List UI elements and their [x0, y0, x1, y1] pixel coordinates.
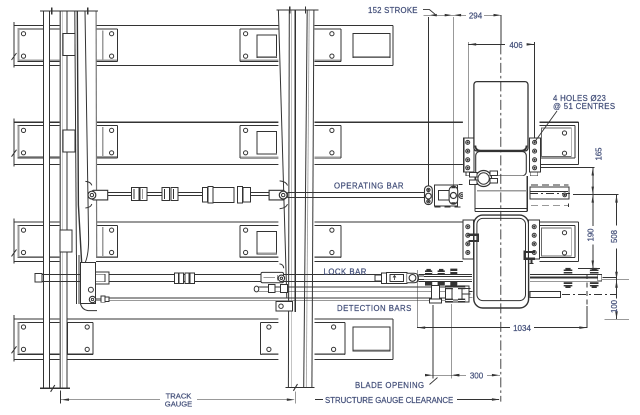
svg-text:GAUGE: GAUGE [165, 399, 192, 408]
svg-text:4 HOLES Ø23: 4 HOLES Ø23 [553, 94, 606, 103]
svg-text:OPERATING BAR: OPERATING BAR [334, 182, 404, 191]
svg-text:406: 406 [509, 41, 523, 50]
svg-text:STRUCTURE GAUGE CLEARANCE: STRUCTURE GAUGE CLEARANCE [325, 396, 453, 405]
svg-text:190: 190 [586, 228, 595, 242]
svg-text:508: 508 [610, 230, 619, 243]
svg-text:LOCK BAR: LOCK BAR [324, 267, 367, 276]
svg-text:@ 51 CENTRES: @ 51 CENTRES [553, 102, 615, 111]
svg-text:1034: 1034 [513, 324, 531, 333]
svg-text:TRACK: TRACK [166, 392, 192, 401]
svg-text:294: 294 [469, 12, 483, 21]
svg-text:BLADE OPENING: BLADE OPENING [355, 381, 425, 390]
svg-text:DETECTION BARS: DETECTION BARS [337, 304, 412, 313]
svg-text:152 STROKE: 152 STROKE [368, 6, 418, 15]
svg-text:100: 100 [610, 299, 619, 313]
svg-text:300: 300 [470, 372, 484, 381]
svg-text:165: 165 [595, 147, 604, 161]
